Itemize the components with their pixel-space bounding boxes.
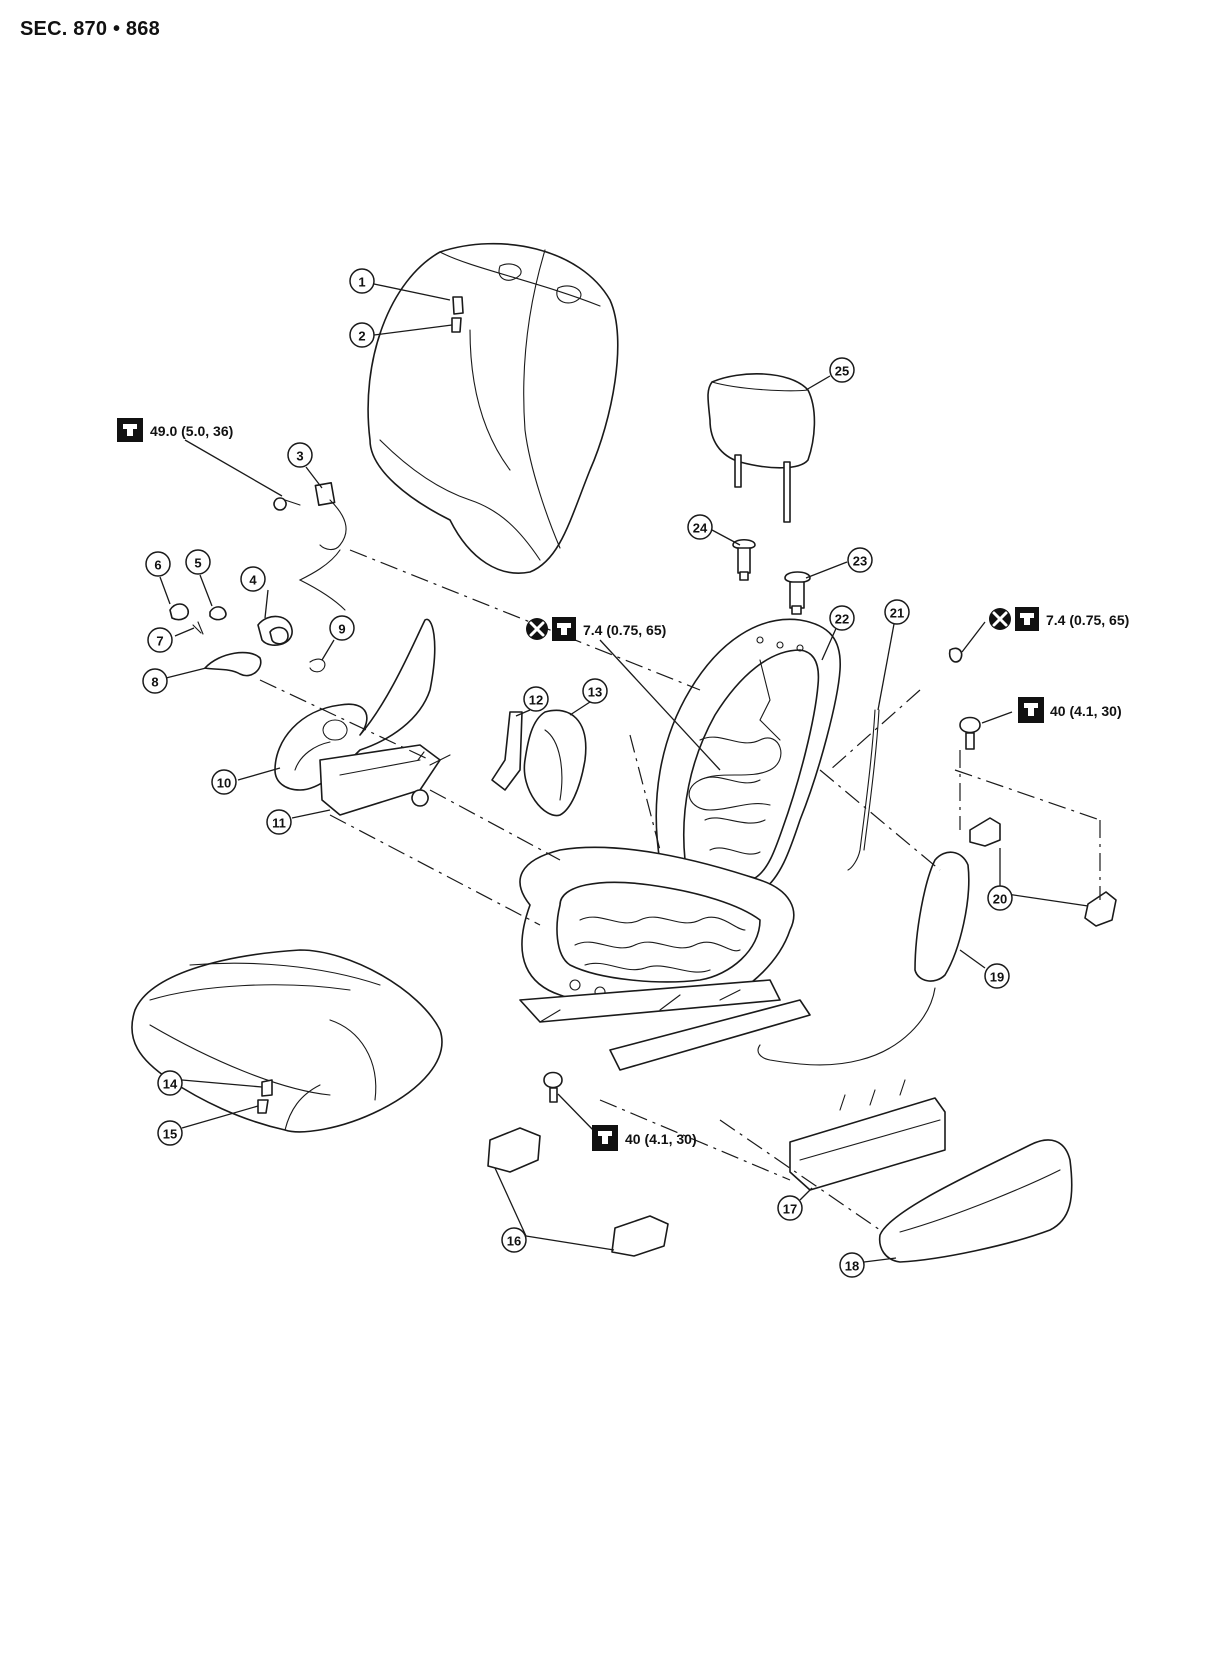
callout-8: 8 — [142, 668, 168, 694]
seatback-trim-cover — [367, 242, 619, 574]
svg-text:20: 20 — [993, 892, 1007, 907]
svg-text:14: 14 — [163, 1077, 178, 1092]
torque-label: 49.0 (5.0, 36) — [150, 423, 233, 439]
svg-text:22: 22 — [835, 612, 849, 627]
svg-text:23: 23 — [853, 554, 867, 569]
wrench-icon — [592, 1125, 618, 1151]
svg-text:9: 9 — [338, 622, 345, 637]
svg-text:15: 15 — [163, 1127, 177, 1142]
headrest — [707, 373, 816, 523]
torque-label: 7.4 (0.75, 65) — [1046, 612, 1129, 628]
callout-16: 16 — [501, 1227, 527, 1253]
seat-cushion-finishers — [274, 618, 587, 817]
do-not-reuse-icon — [989, 608, 1011, 630]
callout-15: 15 — [157, 1120, 183, 1146]
section-header: SEC. 870 • 868 — [20, 18, 160, 40]
callout-6: 6 — [145, 551, 171, 577]
seatback-frame — [655, 618, 841, 893]
svg-text:24: 24 — [693, 521, 708, 536]
callout-3: 3 — [287, 442, 313, 468]
callout-23: 23 — [847, 547, 873, 573]
svg-text:8: 8 — [151, 675, 158, 690]
callout-5: 5 — [185, 549, 211, 575]
callout-11: 11 — [266, 809, 292, 835]
svg-text:11: 11 — [272, 816, 286, 831]
callout-22: 22 — [829, 605, 855, 631]
leg-covers-front — [487, 1127, 669, 1257]
bolt-center — [543, 1071, 563, 1103]
svg-text:17: 17 — [783, 1202, 797, 1217]
callout-9: 9 — [329, 615, 355, 641]
callout-12: 12 — [523, 686, 549, 712]
svg-text:10: 10 — [217, 776, 231, 791]
callout-1: 1 — [349, 268, 375, 294]
svg-text:21: 21 — [890, 606, 904, 621]
svg-text:3: 3 — [296, 449, 303, 464]
wrench-icon — [1015, 607, 1039, 631]
seat-cushion-frame — [519, 846, 811, 1071]
svg-text:2: 2 — [358, 329, 365, 344]
callout-21: 21 — [884, 599, 910, 625]
callout-7: 7 — [147, 627, 173, 653]
svg-text:12: 12 — [529, 693, 543, 708]
callout-2: 2 — [349, 322, 375, 348]
leg-covers-right — [969, 817, 1117, 927]
svg-text:1: 1 — [358, 275, 365, 290]
wrench-icon — [117, 418, 143, 442]
torque-label: 40 (4.1, 30) — [1050, 703, 1122, 719]
callout-10: 10 — [211, 769, 237, 795]
torque-spec-anchor-bottom: 40 (4.1, 30) — [592, 1125, 697, 1151]
callout-20: 20 — [987, 885, 1013, 911]
svg-text:5: 5 — [194, 556, 201, 571]
torque-label: 7.4 (0.75, 65) — [583, 622, 666, 638]
svg-text:19: 19 — [990, 970, 1004, 985]
svg-text:16: 16 — [507, 1234, 521, 1249]
wrench-icon — [552, 617, 576, 641]
callout-19: 19 — [984, 963, 1010, 989]
callout-24: 24 — [687, 514, 713, 540]
leader-lines — [159, 283, 1089, 1263]
callout-14: 14 — [157, 1070, 183, 1096]
svg-text:13: 13 — [588, 685, 602, 700]
seat-outer-finishers — [789, 1079, 1073, 1263]
buckle-harness — [273, 481, 347, 611]
torque-spec-frame-left: 7.4 (0.75, 65) — [526, 617, 666, 641]
seat-cushion-trim — [131, 949, 443, 1133]
callout-17: 17 — [777, 1195, 803, 1221]
torque-label: 40 (4.1, 30) — [625, 1131, 697, 1147]
side-parts-right — [757, 647, 981, 1066]
torque-spec-buckle: 49.0 (5.0, 36) — [117, 418, 233, 442]
wrench-icon — [1018, 697, 1044, 723]
recliner-knob-parts — [169, 603, 326, 677]
headrest-holders — [732, 538, 811, 615]
callout-25: 25 — [829, 357, 855, 383]
torque-spec-anchor-right: 40 (4.1, 30) — [1018, 697, 1122, 723]
assembly-lines — [259, 549, 1101, 1231]
svg-text:18: 18 — [845, 1259, 859, 1274]
callout-18: 18 — [839, 1252, 865, 1278]
callout-13: 13 — [582, 678, 608, 704]
torque-spec-frame-right: 7.4 (0.75, 65) — [989, 607, 1129, 631]
do-not-reuse-icon — [526, 618, 548, 640]
svg-text:6: 6 — [154, 558, 161, 573]
svg-text:25: 25 — [835, 364, 849, 379]
svg-text:7: 7 — [156, 634, 163, 649]
svg-text:4: 4 — [249, 573, 257, 588]
callout-4: 4 — [240, 566, 266, 592]
